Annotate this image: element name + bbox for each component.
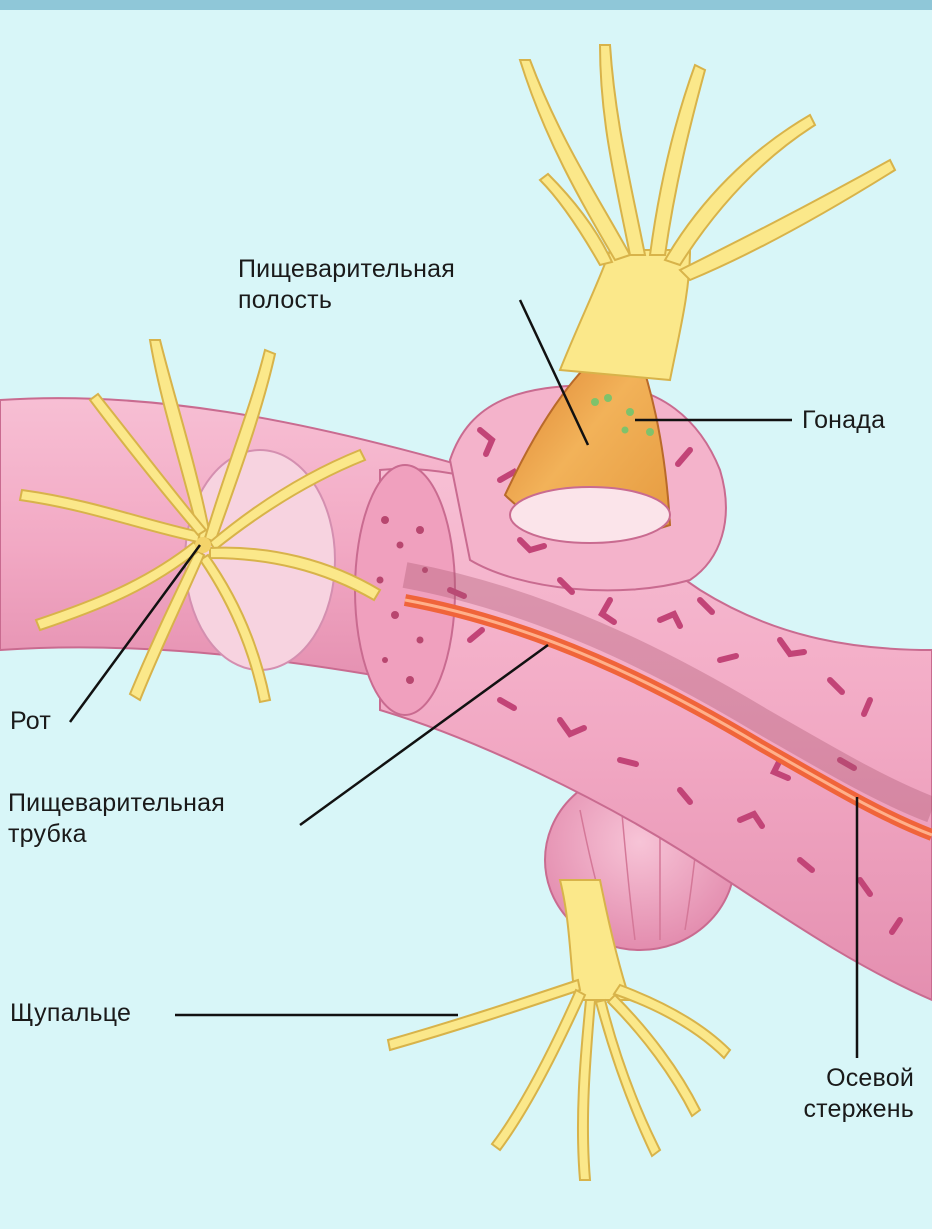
- upper-tentacles: [520, 45, 895, 280]
- label-digestive-tube-line1: Пищеварительная: [8, 788, 225, 819]
- label-tentacle: Щупальце: [10, 998, 131, 1029]
- label-gonad-text: Гонада: [802, 405, 885, 436]
- label-axial-rod: Осевой стержень: [803, 1063, 914, 1125]
- cavity-floor: [510, 487, 670, 543]
- label-digestive-tube-line2: трубка: [8, 819, 225, 850]
- lower-tentacles: [388, 980, 730, 1180]
- label-axial-rod-line1: Осевой: [803, 1063, 914, 1094]
- label-gonad: Гонада: [802, 405, 885, 436]
- label-digestive-cavity-line2: полость: [238, 285, 455, 316]
- label-axial-rod-line2: стержень: [803, 1094, 914, 1125]
- label-digestive-cavity: Пищеварительная полость: [238, 254, 455, 316]
- upper-polyp-column: [560, 250, 690, 380]
- label-tentacle-text: Щупальце: [10, 998, 131, 1029]
- label-mouth: Рот: [10, 706, 51, 737]
- label-digestive-tube: Пищеварительная трубка: [8, 788, 225, 850]
- header-strip: [0, 0, 932, 10]
- label-mouth-text: Рот: [10, 706, 51, 737]
- label-digestive-cavity-line1: Пищеварительная: [238, 254, 455, 285]
